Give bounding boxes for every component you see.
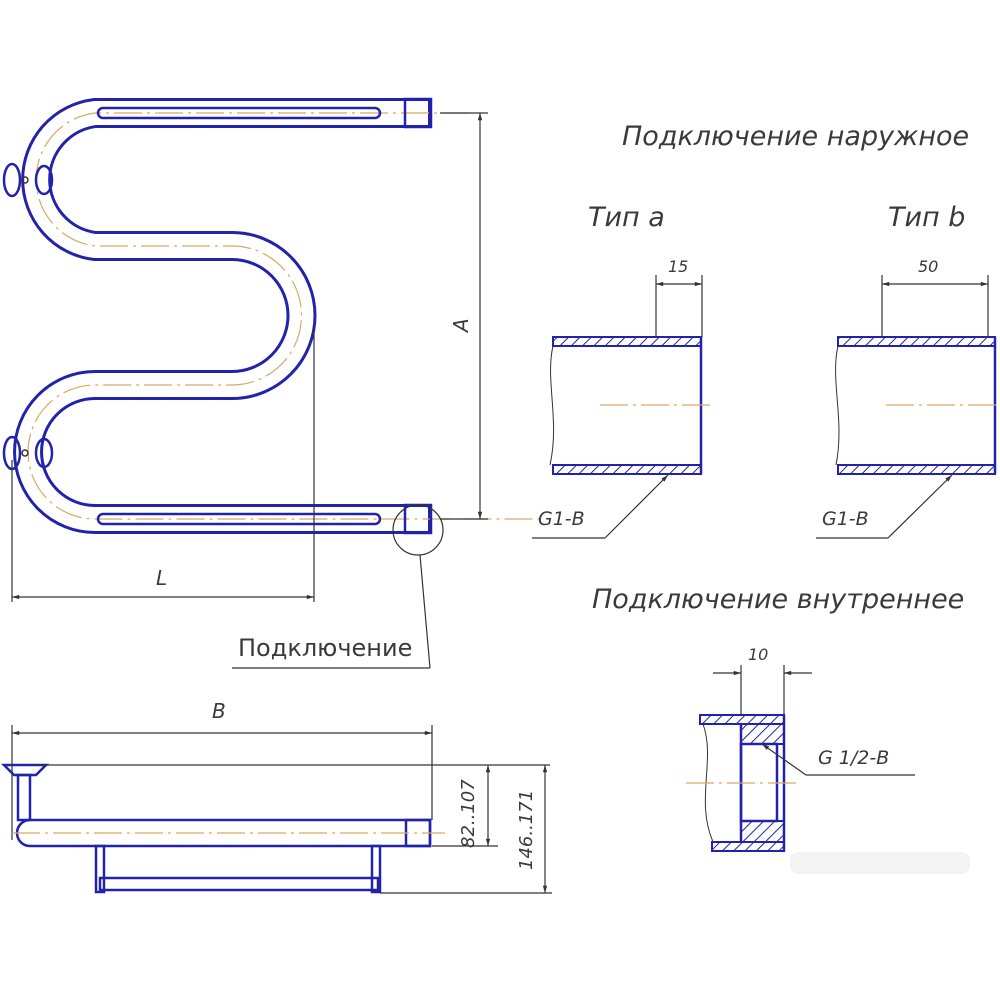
type-a-detail: Тип a 15 G1-B [532, 202, 710, 539]
type-b-detail: Тип b 50 G1-B [816, 202, 998, 539]
dimension-a: A [440, 112, 488, 520]
internal-connection-title: Подключение внутреннее [592, 584, 964, 615]
dimension-total-label: 146..171 [516, 790, 537, 870]
side-lower-bar [98, 876, 380, 892]
dimension-b-label: B [212, 699, 226, 723]
svg-text:10: 10 [748, 645, 768, 664]
dimension-l: L [11, 330, 315, 602]
tube-centerline [27, 112, 540, 520]
wall-mount [0, 763, 50, 777]
external-connection-title: Подключение наружное [622, 121, 969, 152]
connection-callout: Подключение [232, 504, 444, 669]
wall-bracket-icon [2, 162, 54, 198]
dimension-offset-label: 82..107 [458, 779, 479, 848]
top-end-cap [403, 97, 433, 129]
svg-text:A: A [449, 318, 473, 334]
svg-text:50: 50 [918, 257, 938, 276]
svg-text:G 1/2-B: G 1/2-B [818, 747, 889, 769]
svg-text:Тип b: Тип b [888, 202, 965, 233]
wall-bracket-icon [2, 435, 54, 471]
s-tube-body [16, 101, 428, 531]
blurred-watermark [790, 852, 970, 874]
top-slot [96, 106, 382, 120]
front-view: A L Подключение [2, 97, 540, 669]
svg-text:L: L [156, 566, 167, 590]
svg-text:Тип a: Тип a [588, 202, 665, 233]
s-tube-outline [13, 98, 430, 534]
side-tube [15, 818, 432, 848]
side-view: B 82..107 146..171 [0, 699, 552, 894]
svg-text:15: 15 [668, 257, 688, 276]
svg-text:G1-B: G1-B [538, 508, 585, 530]
internal-connection-detail: 10 G 1/2-B [686, 645, 915, 852]
svg-text:G1-B: G1-B [822, 508, 869, 530]
svg-text:Подключение: Подключение [238, 634, 412, 662]
bottom-slot [96, 512, 382, 526]
